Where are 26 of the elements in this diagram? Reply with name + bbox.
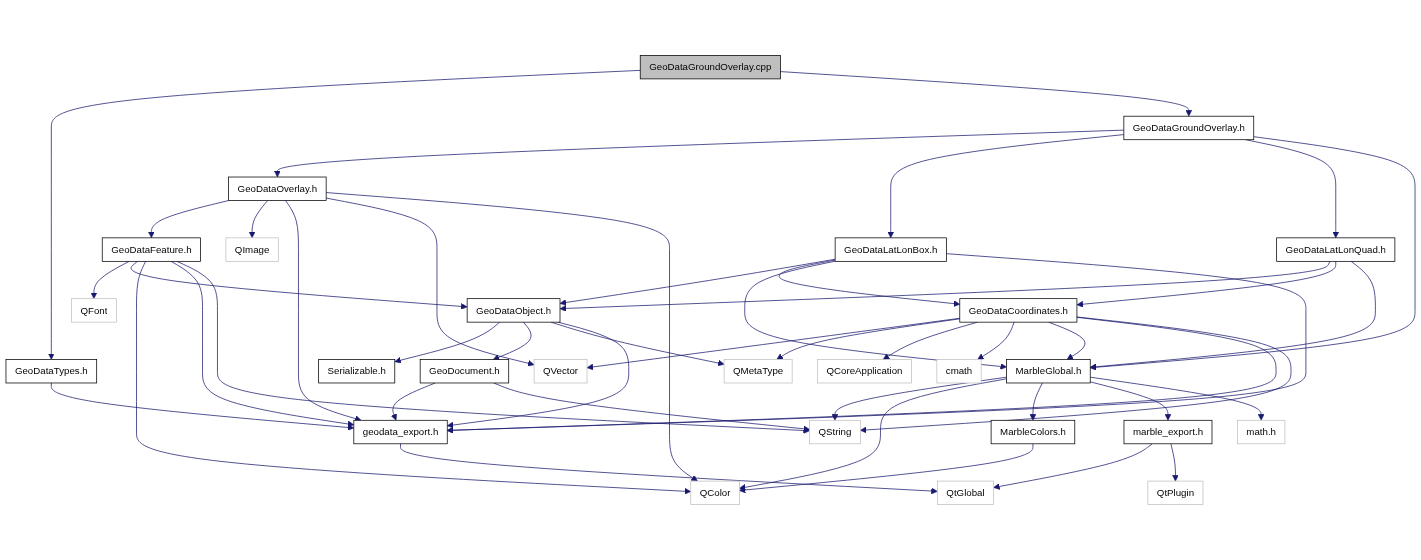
- node-box: QColor: [690, 480, 740, 505]
- node-box: GeoDataObject.h: [466, 298, 561, 323]
- node-box: geodata_export.h: [353, 419, 448, 445]
- node-box: GeoDataGroundOverlay.cpp: [639, 55, 781, 80]
- node-box: GeoDocument.h: [419, 359, 510, 384]
- node-box: QCoreApplication: [817, 359, 912, 384]
- node-box: GeoDataTypes.h: [5, 359, 98, 384]
- node-box: math.h: [1237, 419, 1286, 445]
- node-box: QString: [809, 419, 861, 445]
- node-box: marble_export.h: [1123, 419, 1213, 445]
- node-box: MarbleColors.h: [990, 419, 1076, 445]
- node-box: Serializable.h: [318, 359, 396, 384]
- node-box: QImage: [225, 237, 279, 262]
- node-box: QFont: [71, 298, 117, 323]
- node-box: QMetaType: [723, 359, 793, 384]
- node-box: GeoDataLatLonBox.h: [834, 237, 947, 262]
- node-box: QVector: [533, 359, 588, 384]
- node-box: cmath: [936, 359, 982, 384]
- node-box: QtGlobal: [937, 480, 994, 505]
- node-box: GeoDataLatLonQuad.h: [1276, 237, 1396, 262]
- node-box: GeoDataFeature.h: [101, 237, 201, 262]
- node-box: QtPlugin: [1147, 480, 1204, 505]
- node-box: GeoDataGroundOverlay.h: [1123, 115, 1255, 141]
- node-box: GeoDataCoordinates.h: [959, 298, 1078, 323]
- node-box: GeoDataOverlay.h: [228, 176, 327, 201]
- node-box: MarbleGlobal.h: [1006, 359, 1091, 384]
